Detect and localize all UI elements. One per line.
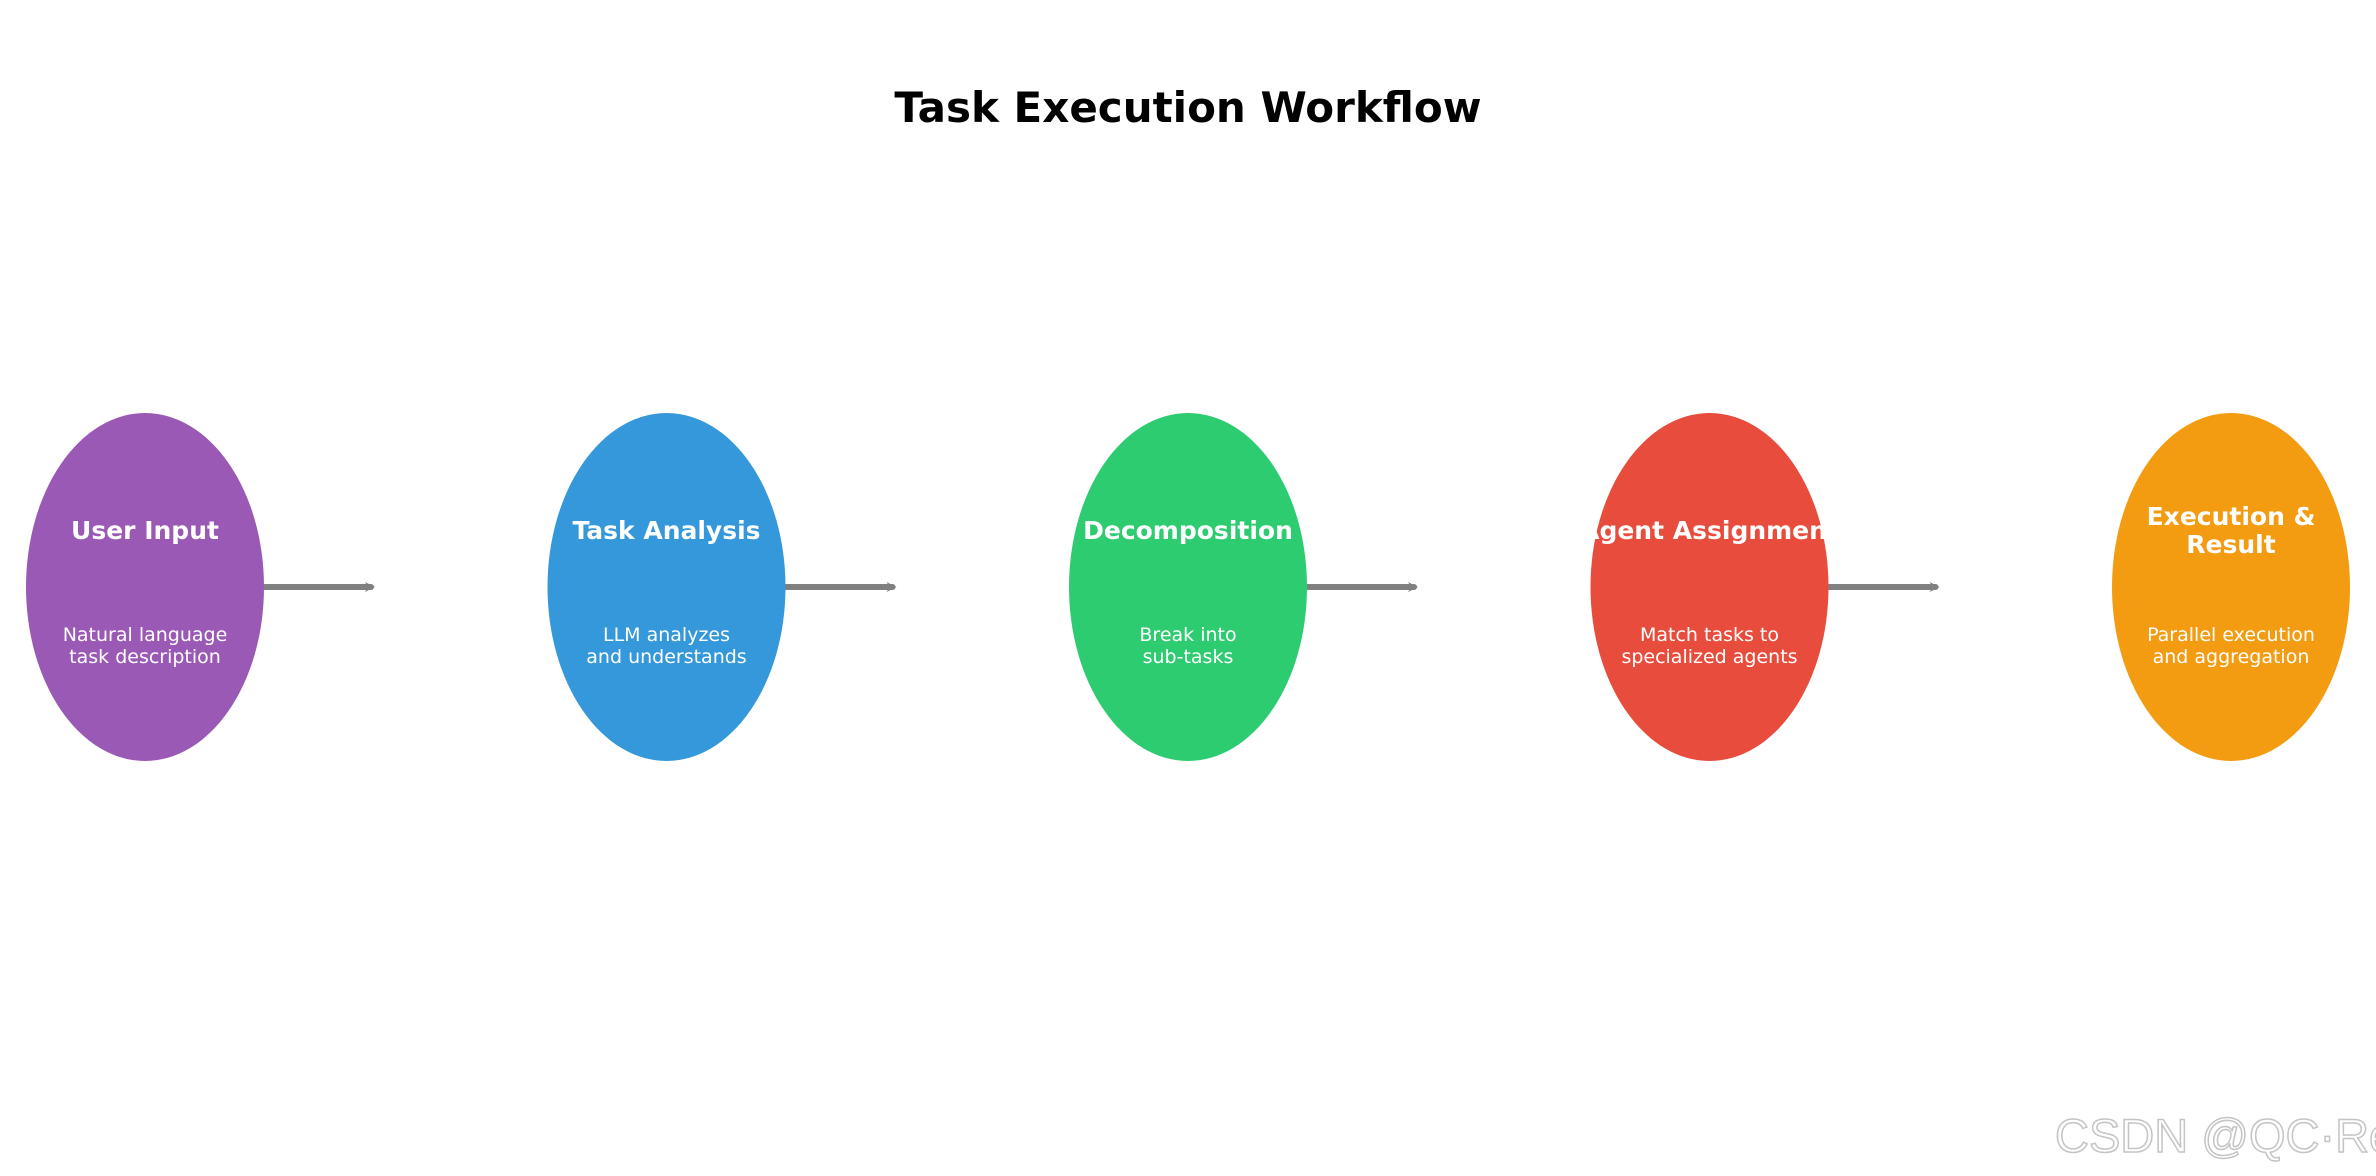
step-desc-line: and understands [586,646,746,668]
step-title-line: Execution & [2147,502,2316,531]
step-ellipse-task-analysis [547,413,786,761]
step-desc-line: Break into [1139,624,1236,646]
step-title-line: Decomposition [1083,516,1293,545]
step-title-user-input: User Input [71,516,219,545]
step-desc-line: specialized agents [1621,646,1797,668]
step-ellipse-user-input [26,413,264,761]
step-title-line: Result [2186,530,2275,559]
diagram-title: Task Execution Workflow [894,83,1481,132]
step-title-agent-assignment: Agent Assignment [1580,516,1839,545]
watermark: CSDN @QC·Rex [2054,1108,2376,1163]
step-ellipse-execution-result [2112,413,2350,761]
step-title-task-analysis: Task Analysis [572,516,760,545]
step-desc-line: sub-tasks [1143,646,1234,668]
step-desc-line: LLM analyzes [603,624,730,646]
step-desc-line: task description [69,646,221,668]
step-title-decomposition: Decomposition [1083,516,1293,545]
step-title-line: User Input [71,516,219,545]
step-title-line: Agent Assignment [1580,516,1839,545]
step-desc-line: Natural language [63,624,228,646]
step-ellipse-agent-assignment [1590,413,1829,761]
step-desc-line: Parallel execution [2147,624,2315,646]
step-ellipse-decomposition [1069,413,1307,761]
step-title-line: Task Analysis [572,516,760,545]
step-desc-line: and aggregation [2153,646,2310,668]
step-desc-line: Match tasks to [1640,624,1779,646]
step-title-execution-result: Execution &Result [2147,502,2316,559]
